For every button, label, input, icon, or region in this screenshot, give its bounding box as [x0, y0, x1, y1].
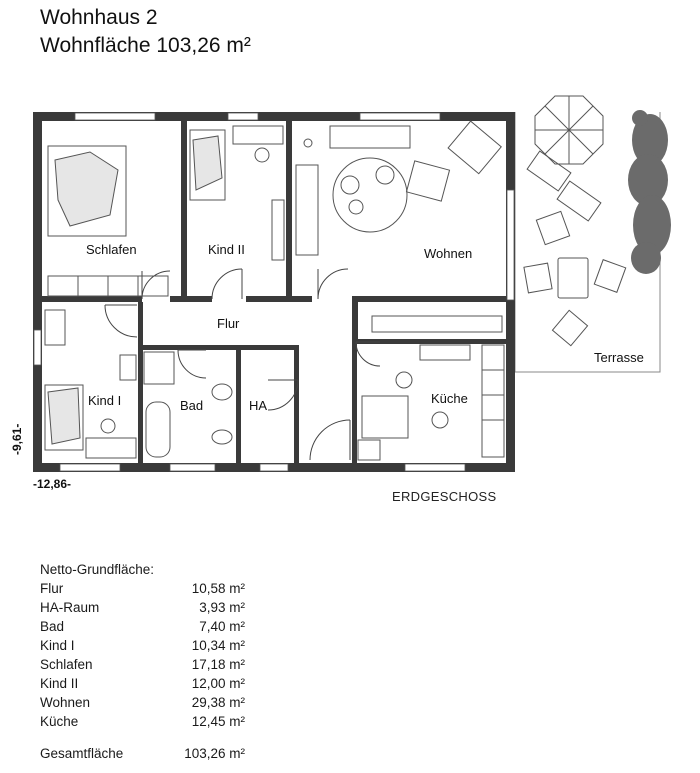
tree-icon — [628, 110, 671, 274]
room-label-wohnen: Wohnen — [424, 246, 472, 261]
room-labels: Schlafen Kind II Wohnen Flur Kind I Bad … — [86, 242, 644, 413]
plan-subtitle: Wohnfläche 103,26 m² — [40, 34, 251, 57]
room-label-ha: HA — [249, 398, 267, 413]
depth-dimension-label: -9,61- — [10, 424, 24, 455]
doors — [104, 268, 381, 461]
room-label-kueche: Küche — [431, 391, 468, 406]
room-label-flur: Flur — [217, 316, 240, 331]
parasol-icon — [534, 95, 604, 165]
floor-label: ERDGESCHOSS — [392, 489, 497, 504]
room-label-schlafen: Schlafen — [86, 242, 137, 257]
area-table-heading: Netto-Grundfläche: — [40, 562, 155, 577]
interior-walls — [42, 121, 506, 463]
terrace-furniture — [523, 150, 627, 347]
room-label-bad: Bad — [180, 398, 203, 413]
furniture — [44, 120, 505, 461]
room-label-kind2: Kind II — [208, 242, 245, 257]
room-label-terrasse: Terrasse — [594, 350, 644, 365]
plan-title: Wohnhaus 2 — [40, 6, 158, 29]
room-label-kind1: Kind I — [88, 393, 121, 408]
windows — [33, 112, 515, 472]
width-dimension-label: -12,86- — [33, 477, 71, 491]
